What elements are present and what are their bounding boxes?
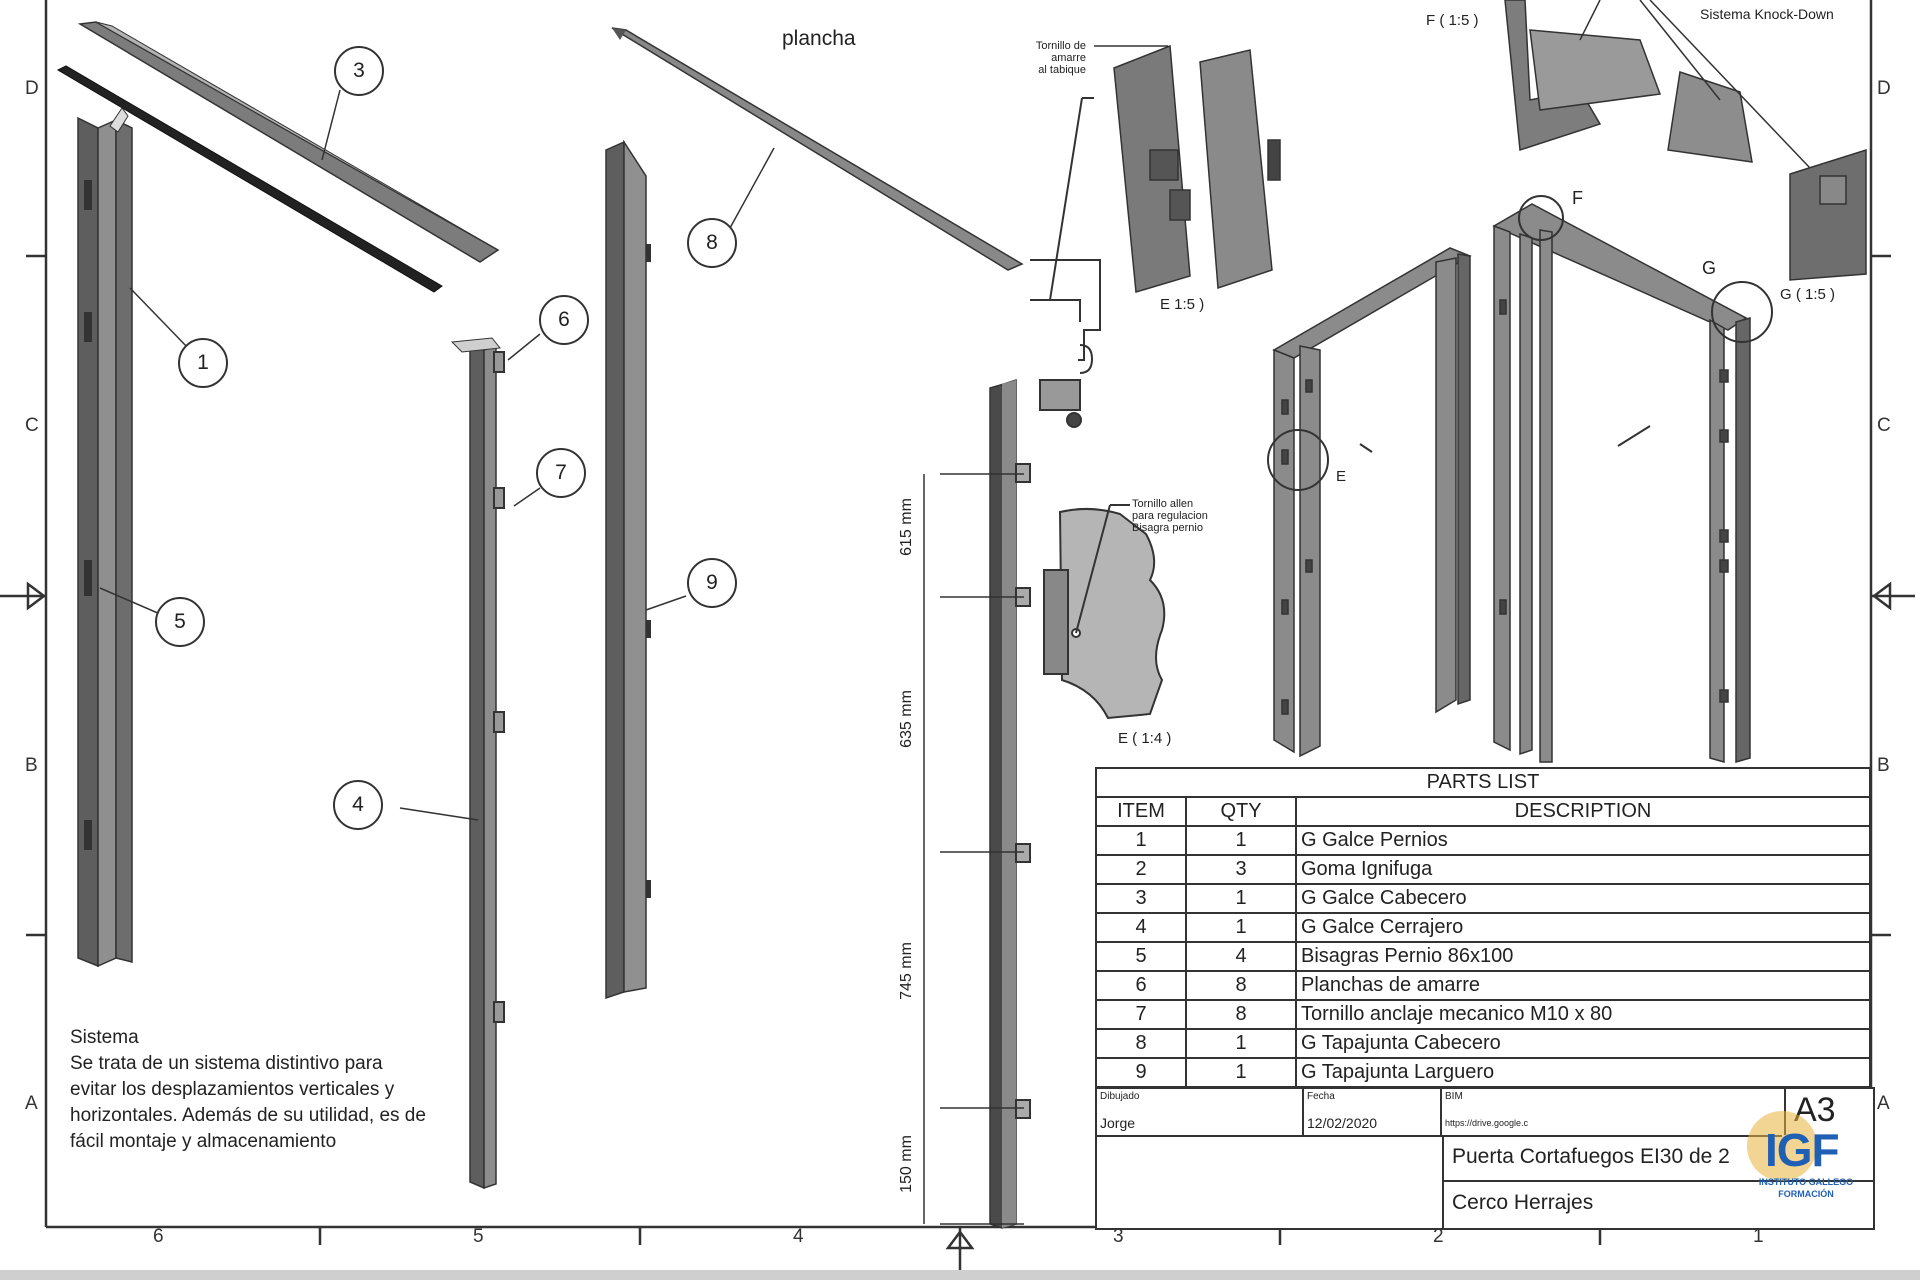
label-view-g-1-5: G ( 1:5 ) (1780, 286, 1836, 303)
parts-header-description: DESCRIPTION (1295, 796, 1871, 827)
bottom-band (0, 1270, 1920, 1280)
callout-leaders (99, 89, 775, 821)
system-note-body: Se trata de un sistema distintivo para e… (70, 1053, 426, 1152)
zone-col-2: 2 (1433, 1226, 1444, 1247)
zone-row-d-right: D (1877, 78, 1891, 99)
label-tornillo-allen: Tornillo allen para regulacion Bisagra p… (1132, 498, 1208, 534)
igf-logo: IGF INSTITUTO GALLEGO FORMACIÓN (1747, 1111, 1865, 1211)
label-tornillo-amarre: Tornillo de amarre al tabique (1035, 40, 1086, 76)
label-knockdown: Sistema Knock-Down (1700, 6, 1834, 22)
logo-sub-1: INSTITUTO GALLEGO (1758, 1177, 1854, 1187)
zone-col-4: 4 (793, 1226, 804, 1247)
system-note: Sistema Se trata de un sistema distintiv… (70, 1025, 430, 1155)
label-view-e-1-4: E ( 1:4 ) (1118, 730, 1172, 747)
zone-row-a-left: A (25, 1093, 38, 1114)
zone-col-6: 6 (153, 1226, 164, 1247)
dimension-745: 745 mm (897, 942, 915, 1000)
callout-5: 5 (155, 597, 205, 647)
zone-row-b-left: B (25, 755, 38, 776)
detail-e-1-5 (1094, 44, 1281, 293)
drawing-title: Puerta Cortafuegos EI30 de 2 (1452, 1145, 1730, 1168)
label-detail-f: F (1572, 188, 1583, 208)
detail-e-1-4 (1043, 504, 1166, 720)
parts-header-item: ITEM (1095, 796, 1187, 827)
zone-col-1: 1 (1753, 1226, 1764, 1247)
part-2-goma-ignifuga (56, 65, 443, 293)
label-view-f-1-5: F ( 1:5 ) (1426, 12, 1479, 29)
callout-4: 4 (333, 780, 383, 830)
dimension-150: 150 mm (897, 1135, 915, 1193)
callout-3: 3 (334, 46, 384, 96)
label-view-e-1-5: E 1:5 ) (1160, 296, 1205, 313)
part-1-galce-pernios (77, 107, 133, 968)
part-4-galce-cerrajero (450, 337, 505, 1190)
fecha-label: Fecha (1307, 1091, 1335, 1102)
label-detail-g: G (1702, 258, 1717, 278)
parts-list-title: PARTS LIST (1095, 767, 1871, 798)
assembled-frame-left (1272, 247, 1472, 758)
dimension-615: 615 mm (897, 498, 915, 556)
dibujado-value: Jorge (1100, 1115, 1136, 1131)
zone-row-c-left: C (25, 415, 39, 436)
label-detail-e: E (1336, 468, 1347, 485)
callout-8: 8 (687, 218, 737, 268)
parts-header-qty: QTY (1185, 796, 1297, 827)
bim-label: BIM (1445, 1091, 1463, 1102)
system-note-title: Sistema (70, 1027, 139, 1048)
dimension-635: 635 mm (897, 690, 915, 748)
dimension-lines (923, 473, 1024, 1225)
assembled-frame-right (1492, 203, 1751, 763)
zone-row-b-right: B (1877, 755, 1890, 776)
zone-row-d-left: D (25, 78, 39, 99)
zone-row-a-right: A (1877, 1093, 1890, 1114)
zone-row-c-right: C (1877, 415, 1891, 436)
callout-7: 7 (536, 448, 586, 498)
centering-marks (0, 581, 1915, 1275)
label-plancha: plancha (782, 27, 856, 50)
plancha-detail (1030, 97, 1101, 428)
part-3-galce-cabecero (77, 21, 500, 263)
logo-sub-2: FORMACIÓN (1778, 1189, 1834, 1199)
callout-1: 1 (178, 338, 228, 388)
title-block: Dibujado Jorge Fecha 12/02/2020 BIM http… (1095, 1087, 1875, 1230)
zone-col-3: 3 (1113, 1226, 1124, 1247)
part-9-tapajunta-larguero (605, 139, 651, 1000)
fecha-value: 12/02/2020 (1307, 1115, 1378, 1131)
drawing-subtitle: Cerco Herrajes (1452, 1191, 1594, 1214)
detail-f-knockdown (1504, 0, 1867, 281)
logo-text: IGF (1765, 1124, 1840, 1176)
dibujado-label: Dibujado (1100, 1091, 1140, 1102)
bim-url: https://drive.google.c (1445, 1118, 1529, 1128)
detail-circles (1267, 195, 1773, 491)
part-8-tapajunta-cabecero (611, 27, 1024, 271)
callout-6: 6 (539, 295, 589, 345)
callout-9: 9 (687, 558, 737, 608)
dimensioned-jamb (989, 378, 1031, 1229)
zone-col-5: 5 (473, 1226, 484, 1247)
